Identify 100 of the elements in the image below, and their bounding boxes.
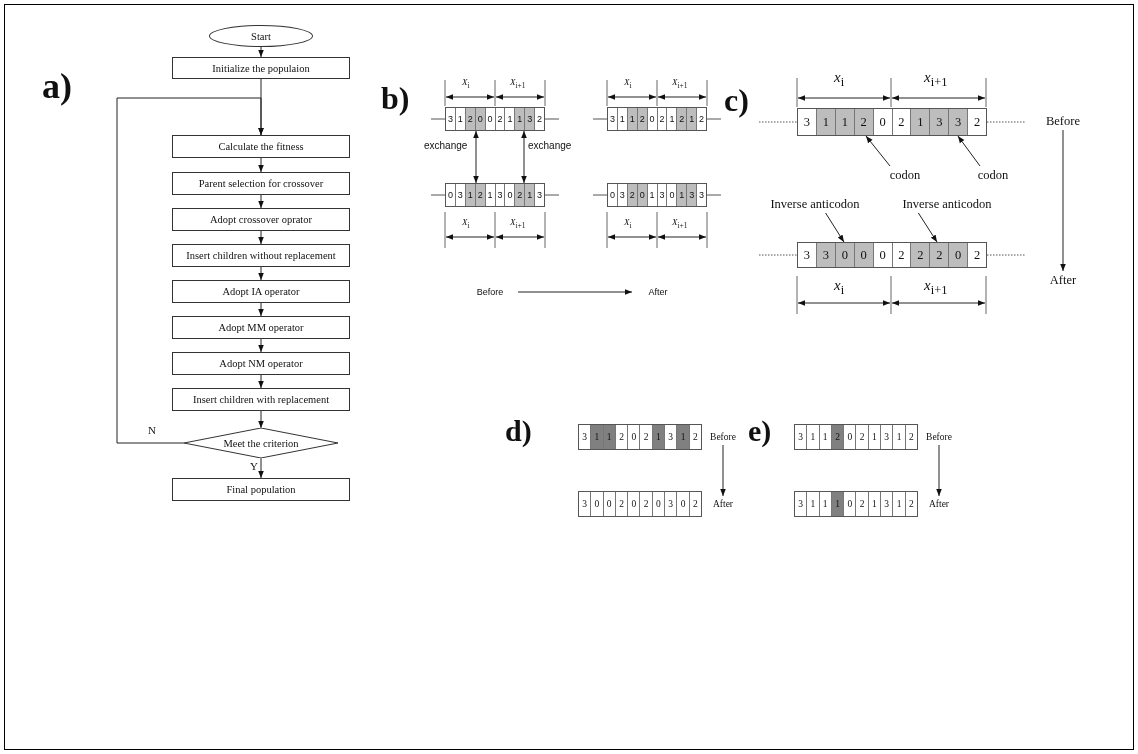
- gene-cell: 2: [615, 425, 629, 449]
- gene-cell: 1: [687, 108, 698, 130]
- gene-cell: 0: [628, 492, 641, 516]
- dimension-label: X$_{i+1}$: [510, 218, 526, 230]
- panel-letter: b): [381, 82, 410, 114]
- gene-cell: 0: [652, 492, 666, 516]
- gene-cell-text: 2: [973, 246, 982, 264]
- gene-cell: 3: [455, 184, 466, 206]
- gene-cell: 0: [844, 492, 857, 516]
- gene-cell: 2: [657, 108, 668, 130]
- gene-cell: 2: [465, 108, 476, 130]
- chromosome-string: [794, 424, 918, 450]
- gene-cell: 1: [868, 425, 882, 449]
- gene-cell: 1: [807, 492, 820, 516]
- chromosome-string: [445, 183, 545, 207]
- state-label: Before: [470, 283, 510, 301]
- arrow: [258, 338, 264, 353]
- process-box: Adopt crossover oprator: [172, 208, 350, 231]
- gene-cell: 3: [798, 243, 817, 267]
- gene-cell: 1: [627, 108, 638, 130]
- gene-cell-text: 2: [907, 498, 915, 511]
- gene-cell-text: 2: [698, 113, 706, 126]
- process-box: Adopt NM operator: [172, 352, 350, 375]
- leader-arrow: [957, 135, 981, 167]
- chromosome-string: [797, 242, 987, 268]
- state-label: After: [924, 496, 954, 512]
- gene-cell: 0: [873, 243, 893, 267]
- process-box: Initialize the populaion: [172, 57, 350, 79]
- callout-label: Inverse anticodon: [762, 195, 868, 213]
- arrow: [258, 230, 264, 245]
- gene-cell: 1: [677, 184, 688, 206]
- gene-cell: 0: [677, 492, 690, 516]
- process-box: Insert children without replacement: [172, 244, 350, 267]
- dimension-label: X$_{i}$: [462, 218, 470, 230]
- gene-cell: 2: [640, 492, 653, 516]
- gene-cell: 0: [844, 425, 857, 449]
- edge-label: exchange: [424, 140, 468, 151]
- panel-letter: d): [505, 416, 532, 446]
- gene-cell-text: 2: [973, 113, 982, 131]
- gene-cell: 0: [446, 184, 456, 206]
- gene-cell: 1: [591, 425, 604, 449]
- gene-cell: 0: [485, 108, 496, 130]
- gene-cell-text: 2: [691, 498, 699, 511]
- gene-cell: 2: [475, 184, 486, 206]
- gene-cell: 3: [687, 184, 698, 206]
- arrow: [258, 374, 264, 389]
- gene-cell: 2: [637, 108, 648, 130]
- arrow: [258, 457, 264, 479]
- gene-cell-text: 2: [691, 431, 699, 444]
- panel-letter: a): [42, 68, 72, 104]
- state-label: Before: [705, 429, 741, 445]
- edge-label: exchange: [528, 140, 572, 151]
- gene-cell: 2: [615, 492, 629, 516]
- gene-cell: 3: [665, 492, 678, 516]
- chromosome-string: [794, 491, 918, 517]
- callout-label: Inverse anticodon: [894, 195, 1000, 213]
- leader-arrow: [865, 135, 891, 167]
- gene-cell: 3: [495, 184, 506, 206]
- leader-arrow: [917, 212, 938, 243]
- gene-cell: 3: [795, 425, 808, 449]
- gene-cell: 1: [677, 425, 690, 449]
- gene-cell: 3: [930, 109, 950, 135]
- panel-letter: e): [748, 416, 772, 446]
- process-box: Parent selection for crossover: [172, 172, 350, 195]
- arrow: [258, 157, 264, 173]
- gene-cell: 1: [819, 492, 832, 516]
- gene-cell: 1: [807, 425, 820, 449]
- decision-diamond: Meet the criterion: [184, 428, 338, 458]
- dimension-label: X$_{i}$: [462, 78, 470, 90]
- gene-cell: 0: [637, 184, 648, 206]
- gene-cell: 3: [949, 109, 969, 135]
- arrow: [1060, 129, 1066, 272]
- gene-cell-text: 3: [536, 189, 544, 202]
- gene-cell: 2: [627, 184, 638, 206]
- arrow: [517, 289, 633, 295]
- gene-cell: 0: [591, 492, 604, 516]
- leader-arrow: [825, 212, 845, 243]
- dimension-label: X$_{i+1}$: [672, 78, 688, 90]
- gene-cell: 1: [819, 425, 832, 449]
- gene-cell: 1: [515, 108, 526, 130]
- gene-cell: 2: [911, 243, 931, 267]
- gene-cell: 1: [617, 108, 628, 130]
- arrow: [936, 444, 942, 497]
- gene-cell: 3: [617, 184, 628, 206]
- gene-cell-text: 2: [907, 431, 915, 444]
- dimension-label: X$_{i}$: [624, 78, 632, 90]
- chromosome-string: [445, 107, 545, 131]
- edge-label: N: [148, 424, 156, 436]
- callout-label: codon: [968, 166, 1018, 184]
- gene-cell: 0: [475, 108, 486, 130]
- gene-cell-text: 2: [536, 113, 544, 126]
- dimension-label: X$_{i}$: [624, 218, 632, 230]
- arrow: [473, 130, 479, 184]
- gene-cell: 3: [446, 108, 456, 130]
- gene-cell: 1: [485, 184, 496, 206]
- dimension-label: x$_{i}$: [834, 278, 845, 297]
- gene-cell-text: 3: [698, 189, 706, 202]
- gene-cell: 2: [677, 108, 688, 130]
- gene-cell: 1: [911, 109, 931, 135]
- gene-cell: 2: [515, 184, 526, 206]
